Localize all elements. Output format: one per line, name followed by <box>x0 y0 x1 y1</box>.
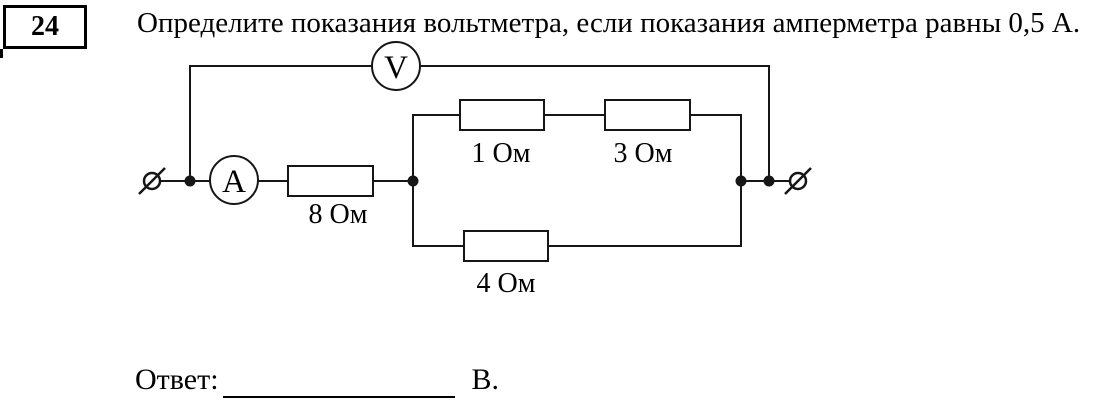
wire-top-branch-left <box>412 114 460 181</box>
node-dot-junction-left <box>407 175 419 187</box>
answer-blank <box>222 363 455 398</box>
resistor-4ohm <box>463 230 549 262</box>
resistor-3ohm <box>604 99 691 131</box>
ammeter-label: A <box>222 164 246 200</box>
node-dot-left <box>184 175 196 187</box>
terminal-left-slash-icon <box>138 167 166 195</box>
resistor-8ohm <box>287 165 374 197</box>
ammeter-icon <box>209 155 259 205</box>
voltmeter-label: V <box>384 50 408 86</box>
answer-unit: В. <box>471 363 500 396</box>
page-edge-tick <box>0 49 3 58</box>
resistor-3ohm-label: 3 Ом <box>614 138 673 169</box>
terminal-right-slash-icon <box>784 167 812 195</box>
circuit-diagram: V A 8 Ом 1 Ом 3 Ом 4 Ом <box>138 41 812 299</box>
question-text: Определите показания вольтметра, если по… <box>137 7 1081 39</box>
wire-top-branch-right <box>690 114 742 181</box>
answer-row: Ответ: В. <box>135 362 499 398</box>
resistor-1ohm-label: 1 Ом <box>472 138 531 169</box>
node-dot-junction-right <box>735 175 747 187</box>
wire-bottom-branch-right <box>548 181 742 247</box>
wire-voltmeter-left <box>189 65 372 181</box>
resistor-8ohm-label: 8 Ом <box>309 199 368 230</box>
voltmeter-icon <box>371 41 421 91</box>
node-dot-right <box>763 175 775 187</box>
wire-bottom-branch-left <box>412 181 464 247</box>
wire-voltmeter-right <box>420 65 770 181</box>
problem-number: 24 <box>31 11 59 42</box>
resistor-4ohm-label: 4 Ом <box>477 268 536 299</box>
problem-number-box: 24 <box>3 5 87 49</box>
resistor-1ohm <box>459 99 545 131</box>
answer-label: Ответ: <box>135 363 219 396</box>
